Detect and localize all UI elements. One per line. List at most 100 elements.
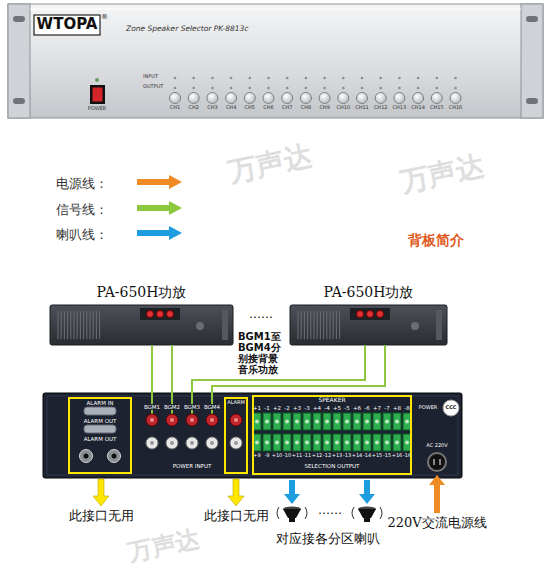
- speaker-terminal: [313, 413, 321, 430]
- rear-panel-drawing: [43, 393, 462, 478]
- legend-row: 电源线：: [56, 173, 108, 191]
- terminal-post: [146, 414, 242, 449]
- speaker-terminal: [303, 434, 311, 451]
- alarm-port-group: ALARM INALARM OUTALARM OUT: [68, 397, 132, 474]
- terminal-number: +11: [291, 453, 303, 459]
- speaker-terminal: [295, 441, 299, 445]
- ellipsis: ……: [236, 308, 286, 322]
- vent-slot: [333, 311, 334, 339]
- terminal-number: +4: [311, 405, 323, 411]
- speaker-terminal: [353, 413, 361, 430]
- terminal-number: -9: [261, 453, 273, 459]
- channel-button: [267, 87, 270, 90]
- channel-button: [454, 87, 457, 90]
- speaker-icon: [283, 509, 301, 518]
- vent-slot: [314, 311, 315, 339]
- speaker-terminal: [253, 413, 411, 451]
- channel-label: CH15: [428, 105, 446, 111]
- channel-button: [398, 77, 401, 80]
- amplifier-drawing: [411, 322, 419, 330]
- amplifier-drawing: [167, 311, 174, 318]
- terminal-number: -13: [341, 453, 353, 459]
- speaker-terminal: [375, 441, 379, 445]
- speaker-terminal: [303, 413, 311, 430]
- channel-label: CH12: [372, 105, 390, 111]
- terminal-post: [170, 418, 174, 422]
- channel-button: [305, 87, 308, 90]
- front-panel-drawing: [34, 15, 100, 35]
- vent-slot: [323, 311, 324, 339]
- channel-button: [211, 77, 214, 80]
- vent-slot: [317, 311, 318, 339]
- front-panel-drawing: [526, 16, 538, 22]
- channel-button: [417, 87, 420, 90]
- terminal-post: [166, 437, 178, 449]
- vent-slot: [58, 311, 340, 339]
- front-panel: WTOPAZone Speaker Selector PK-8813c: [8, 4, 543, 118]
- channel-button: [342, 77, 345, 80]
- channel-label: CH3: [203, 105, 221, 111]
- speaker-terminal: [263, 434, 271, 451]
- speaker-icon: [352, 507, 354, 519]
- section-heading: 背板简介: [408, 232, 464, 248]
- amplifier-drawing: [377, 311, 384, 318]
- terminal-number: -2: [281, 405, 293, 411]
- alarm-terminal: ALARM: [224, 397, 248, 474]
- vent-slot: [70, 311, 71, 339]
- legend-swatch: [137, 175, 182, 189]
- channel-label: CH5: [241, 105, 259, 111]
- front-panel-drawing: [8, 4, 543, 118]
- vent-slot: [77, 311, 78, 339]
- terminal-post: [210, 418, 214, 422]
- terminal-post: [186, 414, 198, 426]
- terminal-number: +2: [271, 405, 283, 411]
- channel-button: [174, 87, 177, 90]
- amplifier-drawing: [222, 310, 228, 340]
- legend-swatch: [137, 226, 182, 240]
- speaker-icon: [364, 518, 370, 522]
- model-name: Zone Speaker Selector PK-8813c: [126, 25, 248, 34]
- ellipsis: ……: [310, 504, 350, 518]
- speaker-terminal: [255, 420, 259, 424]
- speaker-terminal: [385, 420, 389, 424]
- speaker-terminal: [355, 420, 359, 424]
- channel-button: [230, 77, 233, 80]
- channel-button: [375, 93, 386, 104]
- wiring-note: BGM1至 BGM4分 别接背景 音乐功放: [238, 331, 290, 375]
- rear-panel-drawing: [84, 454, 89, 459]
- switch-label: POWER: [417, 405, 439, 411]
- speaker-terminal: [273, 413, 281, 430]
- speaker-terminal: [375, 420, 379, 424]
- channel-button: [398, 87, 401, 90]
- speaker-terminal: [383, 413, 391, 430]
- channel-button: [226, 93, 237, 104]
- channel-button: [342, 87, 345, 90]
- vent-slot: [304, 311, 305, 339]
- callout-arrow: [93, 479, 109, 506]
- channel-button: [413, 93, 424, 104]
- channel-button: [361, 77, 364, 80]
- terminal-post: [190, 441, 194, 445]
- vent-slot: [74, 311, 75, 339]
- port-name: ALARM OUT: [70, 418, 130, 424]
- channel-button: [394, 93, 405, 104]
- row-label: INPUT: [143, 74, 158, 80]
- channel-label: CH7: [278, 105, 296, 111]
- speaker-terminal: [333, 434, 341, 451]
- terminal-number: -1: [261, 405, 273, 411]
- amplifier-drawing: [140, 308, 180, 320]
- channel-button: [286, 77, 289, 80]
- speaker-terminal: [343, 413, 351, 430]
- callout-note: 此接口无用: [46, 509, 156, 524]
- terminal-post: [234, 441, 238, 445]
- channel-button: [436, 87, 439, 90]
- amplifier-drawing: [147, 311, 154, 318]
- port-name: ALARM OUT: [70, 436, 130, 442]
- speaker-terminal: [295, 420, 299, 424]
- speaker-terminal: [365, 441, 369, 445]
- terminal-number: +6: [351, 405, 363, 411]
- port-caption: SELECTION OUTPUT: [254, 463, 410, 469]
- speaker-terminal: [325, 420, 329, 424]
- amplifier-name: PA-650H功放: [50, 284, 233, 300]
